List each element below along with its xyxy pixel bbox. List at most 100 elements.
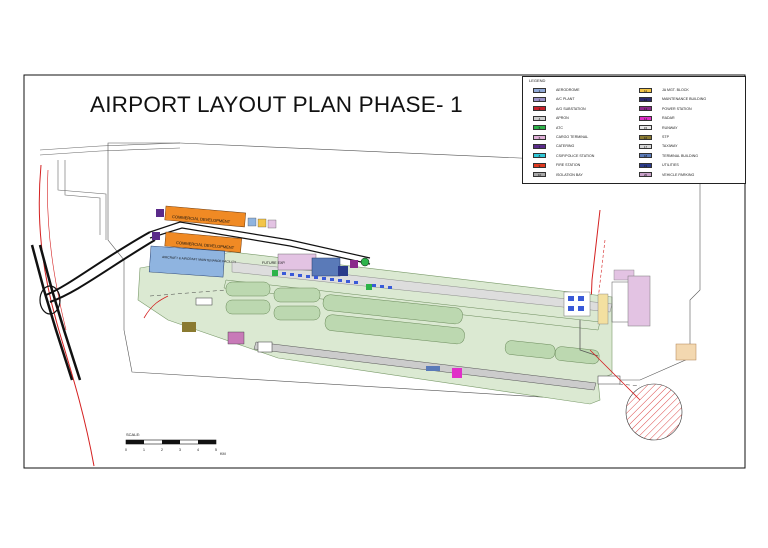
label-future-exp: FUTURE EXP. <box>262 261 285 265</box>
scale-tick-4: 4 <box>197 448 199 452</box>
catering-block-2 <box>152 232 160 240</box>
legend-label: TAXIWAY <box>662 144 678 149</box>
legend-item: 18 TERMINAL BUILDING <box>639 153 698 159</box>
legend-label: AERODROME <box>556 88 580 92</box>
atc-tower <box>360 257 370 267</box>
vehicle-lot-east <box>426 366 440 371</box>
taxiway-loop-4 <box>225 299 271 315</box>
legend-swatch: 19 <box>639 162 652 168</box>
legend-item: 14 RADAR <box>639 115 675 121</box>
legend-swatch: 16 <box>639 134 652 140</box>
legend-swatch: 20 <box>639 172 652 178</box>
terminal-building <box>311 257 341 277</box>
label-commercial-top: COMMERCIAL DEVELOPMENT <box>172 214 231 224</box>
legend-item: 2 A/C PLANT <box>533 96 575 102</box>
safeguarding-zone <box>625 383 683 441</box>
radar-block <box>452 368 462 378</box>
scale-tick-0: 0 <box>125 448 127 452</box>
legend-label: UTILITIES <box>662 163 679 168</box>
scale-unit: KM <box>220 452 226 456</box>
legend-swatch: 13 <box>639 106 652 112</box>
legend-swatch: 11 <box>639 87 652 93</box>
legend-swatch: 5 <box>533 125 546 131</box>
east-service-area <box>563 269 697 361</box>
catering-block <box>156 209 164 217</box>
legend-label: A/G SUBSTATION <box>556 106 586 111</box>
isolation-bay-block <box>195 297 213 306</box>
label-mro: AIRCRAFT & AIRCRAFT MAINTENANCE FACILITY <box>162 255 237 264</box>
legend-item: 3 A/G SUBSTATION <box>533 106 586 112</box>
legend-swatch: 8 <box>533 153 546 159</box>
mro-facility-block <box>148 245 226 278</box>
mgt-block <box>257 218 267 228</box>
scale-bar <box>125 439 217 445</box>
legend-swatch: 14 <box>639 115 652 121</box>
legend-swatch: 7 <box>533 143 546 149</box>
scale-tick-3: 3 <box>179 448 181 452</box>
legend-swatch: 18 <box>639 153 652 159</box>
legend-item: 9 FIRE STATION <box>533 162 580 168</box>
taxiway-loop-3 <box>322 294 463 325</box>
legend-label: A/C PLANT <box>556 97 575 102</box>
boundary-line-west-2 <box>47 169 67 331</box>
legend-item: 17 TAXIWAY <box>639 143 678 149</box>
commercial-development-block-top <box>164 205 246 228</box>
legend-swatch: 12 <box>639 96 652 102</box>
legend-label: TERMINAL BUILDING <box>662 153 699 158</box>
runway <box>253 341 597 391</box>
legend-label: RADAR <box>662 116 675 121</box>
drain-west <box>143 295 169 319</box>
legend-swatch: 15 <box>639 125 652 131</box>
access-road-link-2 <box>57 160 107 240</box>
access-road-link <box>64 160 101 235</box>
legend-label: CSIF/POLICE STATION <box>556 153 595 158</box>
legend-item: 7 CATERING <box>533 143 574 149</box>
legend-label: VEHICLE PARKING <box>662 172 695 177</box>
approach-line-west <box>149 289 227 297</box>
legend-item: 19 UTILITIES <box>639 162 679 168</box>
utilities-block <box>338 266 348 276</box>
legend-swatch: 17 <box>639 143 652 149</box>
legend-swatch: 6 <box>533 134 546 140</box>
legend-label: POWER STATION <box>662 106 692 111</box>
scale-tick-1: 1 <box>143 448 145 452</box>
access-road-top <box>39 142 181 151</box>
taxiway-loop-1 <box>225 281 271 297</box>
red-link-east <box>589 349 641 401</box>
legend-label: CATERING <box>556 144 575 149</box>
legend-label: RUNWAY <box>662 125 678 130</box>
label-commercial-bottom: COMMERCIAL DEVELOPMENT <box>176 240 235 250</box>
legend-swatch: 4 <box>533 115 546 121</box>
plan-title: AIRPORT LAYOUT PLAN PHASE- 1 <box>90 92 463 117</box>
legend-item: 20 VEHICLE PARKING <box>639 172 694 178</box>
access-road-top-2 <box>39 147 181 156</box>
boundary-line-east-2 <box>597 239 606 301</box>
parallel-taxiway <box>223 279 601 331</box>
stp-block <box>182 322 196 332</box>
legend-swatch: 9 <box>533 162 546 168</box>
cargo-block <box>227 331 245 345</box>
legend-swatch: 10 <box>533 172 546 178</box>
legend-heading: LEGEND <box>529 78 546 83</box>
scale-tick-5: 5 <box>215 448 217 452</box>
taxiway-loop-5 <box>273 305 321 321</box>
legend-swatch: 2 <box>533 96 546 102</box>
legend-swatch: 3 <box>533 106 546 112</box>
vehicle-parking-block <box>267 219 277 229</box>
scale-tick-2: 2 <box>161 448 163 452</box>
atc-stand-marker <box>272 270 278 276</box>
aerodrome-block <box>247 217 257 227</box>
power-station-block <box>350 260 358 268</box>
legend-item: 5 ATC <box>533 125 563 131</box>
legend-label: FIRE STATION <box>556 163 581 168</box>
legend-label: ATC <box>556 125 563 130</box>
legend-item: 15 RUNWAY <box>639 125 678 131</box>
